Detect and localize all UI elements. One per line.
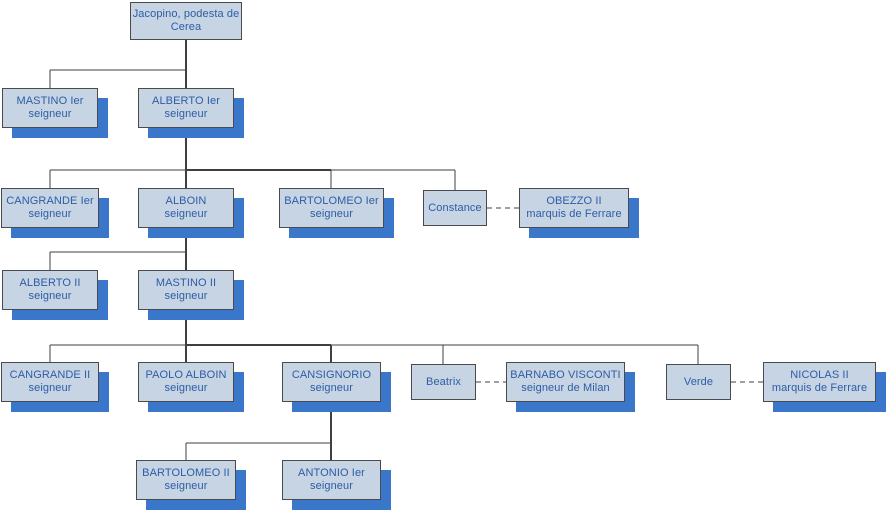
node-title: BARTOLOMEO II [142,467,230,479]
node-subtitle: seigneur [164,290,208,302]
node-beatrix[interactable]: Beatrix [411,364,476,400]
node-subtitle: seigneur [164,382,208,394]
node-subtitle: seigneur de Milan [521,382,610,394]
node-constance[interactable]: Constance [423,190,487,226]
node-verde[interactable]: Verde [666,364,731,400]
node-title: Constance [428,201,482,214]
node-title: NICOLAS II [790,369,849,381]
node-subtitle: Cerea [170,21,202,33]
node-subtitle: seigneur [164,208,208,220]
node-subtitle: marquis de Ferrare [526,208,622,220]
node-subtitle: seigneur [310,480,353,492]
node-title: ALBERTO Ier [152,95,220,107]
node-title: CANGRANDE Ier [6,195,94,207]
node-subtitle: seigneur [164,108,208,120]
node-subtitle: seigneur [28,108,72,120]
node-title: ANTONIO Ier [298,467,365,479]
node-title: ALBOIN [165,195,207,207]
node-label-beatrix: Beatrix [411,364,476,400]
node-subtitle: seigneur [310,382,353,394]
node-label-constance: Constance [423,190,487,226]
node-title: CANSIGNORIO [291,369,372,381]
node-title: OBEZZO II [546,195,602,207]
node-subtitle: seigneur [164,480,208,492]
node-title: Beatrix [426,375,461,388]
node-title: CANGRANDE II [9,369,91,381]
node-title: PAOLO ALBOIN [145,369,227,381]
node-subtitle: seigneur [28,208,72,220]
node-subtitle: marquis de Ferrare [771,382,868,394]
node-subtitle: seigneur [28,290,72,302]
node-title: BARNABO VISCONTI [510,369,621,381]
node-title: BARTOLOMEO Ier [284,195,379,207]
node-label-verde: Verde [666,364,731,400]
node-title: MASTINO II [155,277,217,289]
node-title: Verde [683,375,714,388]
node-title: MASTINO Ier [16,95,84,107]
node-subtitle: seigneur [28,382,72,394]
node-title: Jacopino, podesta de [132,8,240,20]
node-subtitle: seigneur [310,208,353,220]
node-title: ALBERTO II [19,277,81,289]
